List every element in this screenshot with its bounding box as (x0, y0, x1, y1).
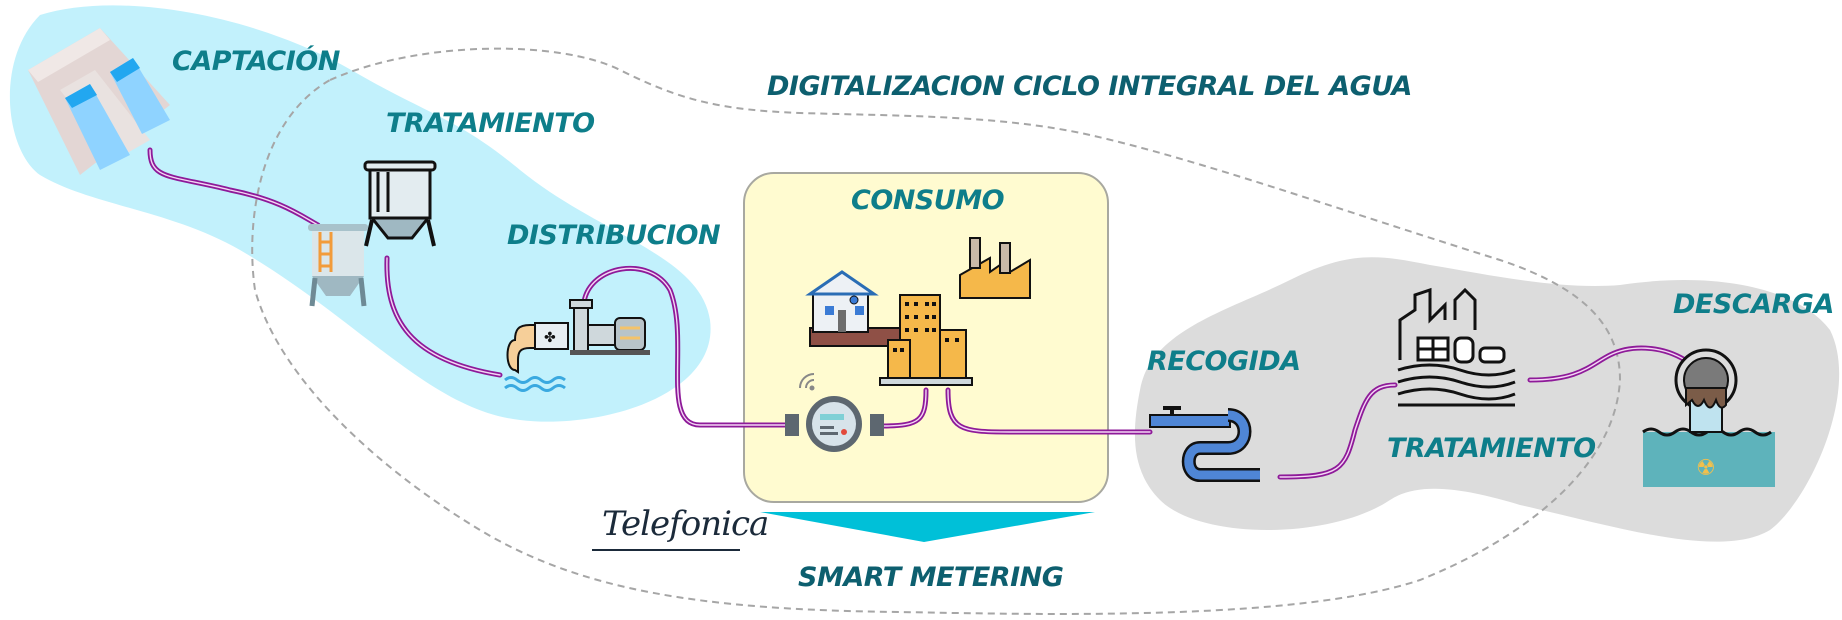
label-tratamiento-residual: TRATAMIENTO (1387, 433, 1596, 464)
smart-metering-arrow (760, 512, 1095, 542)
telefonica-logo: Telefonica (602, 504, 769, 544)
label-descarga: DESCARGA (1673, 289, 1834, 320)
dam-icon (28, 28, 170, 175)
sewer-pipes-icon (1149, 406, 1260, 482)
city-buildings-icon (805, 237, 1031, 386)
label-consumo: CONSUMO (851, 185, 1005, 216)
smart-metering-label: SMART METERING (798, 562, 1064, 593)
logo-underline (592, 549, 740, 551)
diagram-title: DIGITALIZACION CICLO INTEGRAL DEL AGUA (767, 71, 1412, 102)
label-recogida: RECOGIDA (1147, 346, 1301, 377)
label-tratamiento-potable: TRATAMIENTO (386, 108, 595, 139)
wastewater-plant-icon (1397, 287, 1516, 407)
supply-zone (9, 5, 711, 422)
treatment-tank-icon (308, 224, 368, 307)
smart-water-meter-icon (785, 373, 884, 452)
discharge-outfall-icon: ☢ (1642, 348, 1775, 487)
water-pump-icon: ✤ (504, 299, 650, 392)
svg-text:✤: ✤ (544, 329, 556, 345)
label-distribucion: DISTRIBUCION (507, 220, 721, 251)
digitalization-boundary (251, 47, 1622, 615)
label-captacion: CAPTACIÓN (172, 46, 340, 77)
treatment-tank-icon (363, 160, 437, 247)
svg-text:☢: ☢ (1696, 455, 1716, 480)
